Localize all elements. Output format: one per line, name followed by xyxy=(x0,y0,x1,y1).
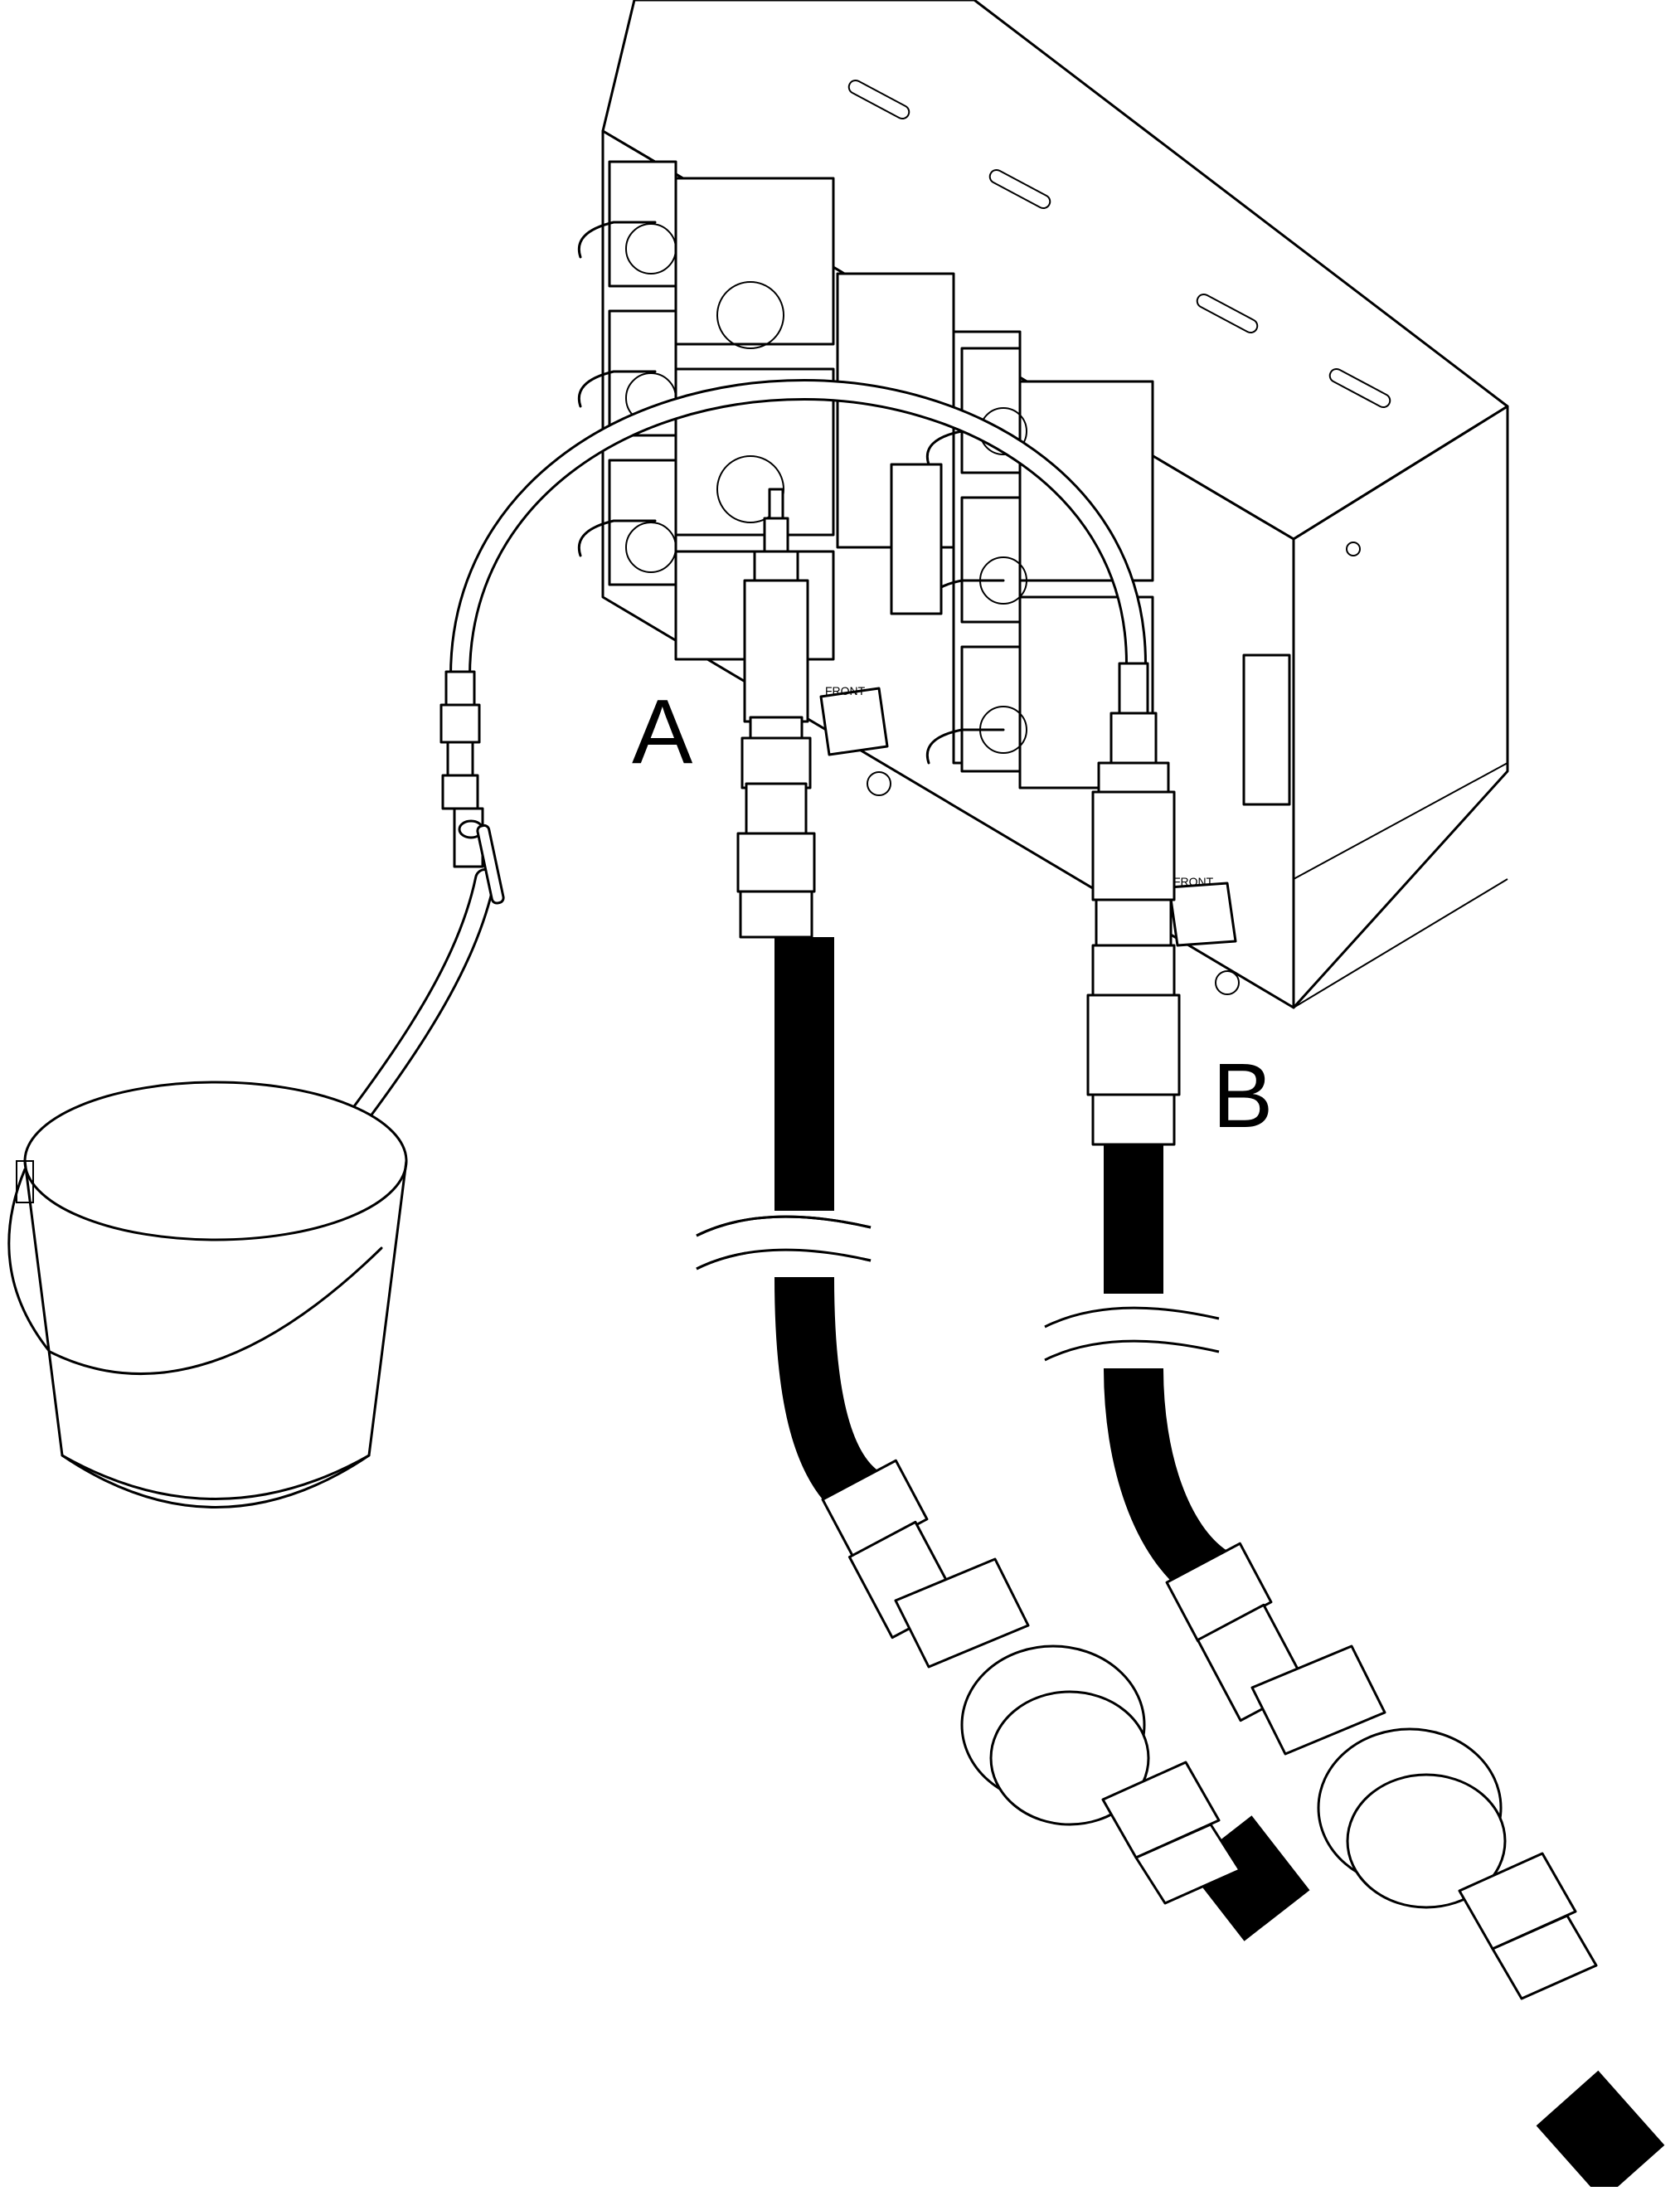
server-chassis: FRONT FRONT xyxy=(578,0,1509,1009)
front-bracket-a: FRONT xyxy=(819,684,891,796)
chassis-top-slots xyxy=(847,79,1391,409)
bucket xyxy=(7,1081,408,1508)
svg-text:FRONT: FRONT xyxy=(1173,875,1214,888)
jumper-hose xyxy=(449,378,1147,687)
control-panel xyxy=(890,463,943,615)
quick-connector-b xyxy=(1165,1542,1598,2000)
fitting-a xyxy=(736,488,816,939)
hose-b xyxy=(1044,1144,1665,2191)
quick-connector-a xyxy=(821,1459,1241,1905)
callout-b: B xyxy=(1212,1045,1274,1147)
psu-column-left xyxy=(578,160,677,586)
svg-text:FRONT: FRONT xyxy=(825,684,866,697)
callout-a: A xyxy=(632,681,693,783)
drain-valve xyxy=(439,670,505,905)
side-port xyxy=(1242,653,1291,806)
fitting-b xyxy=(1086,662,1181,1146)
front-bracket-b: FRONT xyxy=(1168,875,1240,995)
